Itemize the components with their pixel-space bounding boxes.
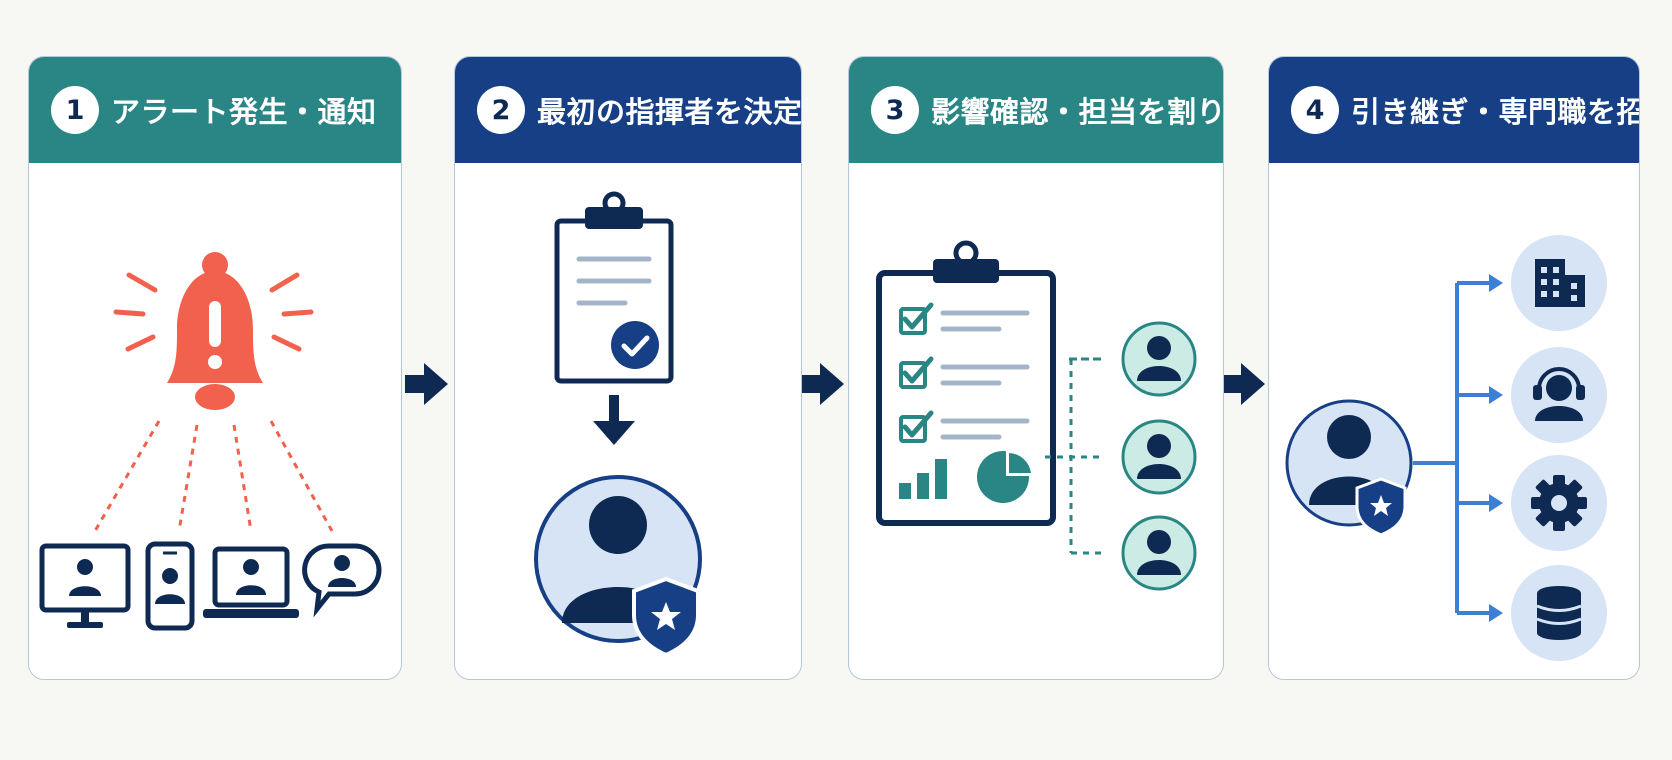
database-icon (1511, 565, 1607, 661)
assignment-connectors (1045, 357, 1103, 555)
step-arrow-2-3 (802, 363, 844, 405)
step-4-header: 4 引き継ぎ・専門職を招集 (1269, 57, 1639, 163)
branch-arrows (1413, 281, 1491, 615)
step-2-number: 2 (477, 86, 525, 134)
step-2-title: 最初の指揮者を決定 (537, 95, 802, 129)
user-icon (1121, 515, 1197, 591)
step-4-number: 4 (1291, 86, 1339, 134)
commander-shield-icon (534, 475, 702, 658)
step-1-number: 1 (51, 86, 99, 134)
desktop-user-icon (39, 543, 131, 628)
step-4-illustration (1285, 235, 1607, 661)
step-2-illustration (534, 191, 702, 658)
step-arrow-1-2 (405, 363, 448, 405)
chat-user-icon (302, 543, 382, 618)
down-arrow-icon (593, 395, 635, 445)
commander-shield-icon (1285, 399, 1413, 537)
building-icon (1511, 235, 1607, 331)
step-3-number: 3 (871, 86, 919, 134)
branch-arrowheads (1489, 274, 1503, 622)
user-icon (1121, 321, 1197, 397)
step-2-header: 2 最初の指揮者を決定 (455, 57, 801, 163)
bell-alert-icon (113, 252, 314, 410)
gear-icon (1511, 455, 1607, 551)
step-1-title: アラート発生・通知 (111, 95, 377, 129)
step-4-panel: 4 引き継ぎ・専門職を招集 (1268, 56, 1640, 680)
step-3-illustration (876, 240, 1197, 591)
bar-chart-icon (899, 459, 947, 499)
laptop-user-icon (203, 546, 299, 618)
step-1-header: 1 アラート発生・通知 (29, 57, 401, 163)
step-1-panel: 1 アラート発生・通知 (28, 56, 402, 680)
phone-user-icon (145, 541, 195, 631)
headset-icon (1511, 347, 1607, 443)
user-icon (1121, 419, 1197, 495)
step-3-title: 影響確認・担当を割り当て (931, 95, 1224, 129)
step-4-title: 引き継ぎ・専門職を招集 (1351, 95, 1639, 129)
step-2-panel: 2 最初の指揮者を決定 (454, 56, 802, 680)
step-3-header: 3 影響確認・担当を割り当て (849, 57, 1223, 163)
step-3-panel: 3 影響確認・担当を割り当て (848, 56, 1224, 680)
step-arrow-3-4 (1224, 363, 1265, 405)
step-1-illustration (39, 252, 382, 631)
pie-chart-icon (977, 449, 1035, 503)
signal-lines (93, 420, 334, 532)
clipboard-check-icon (554, 191, 674, 384)
